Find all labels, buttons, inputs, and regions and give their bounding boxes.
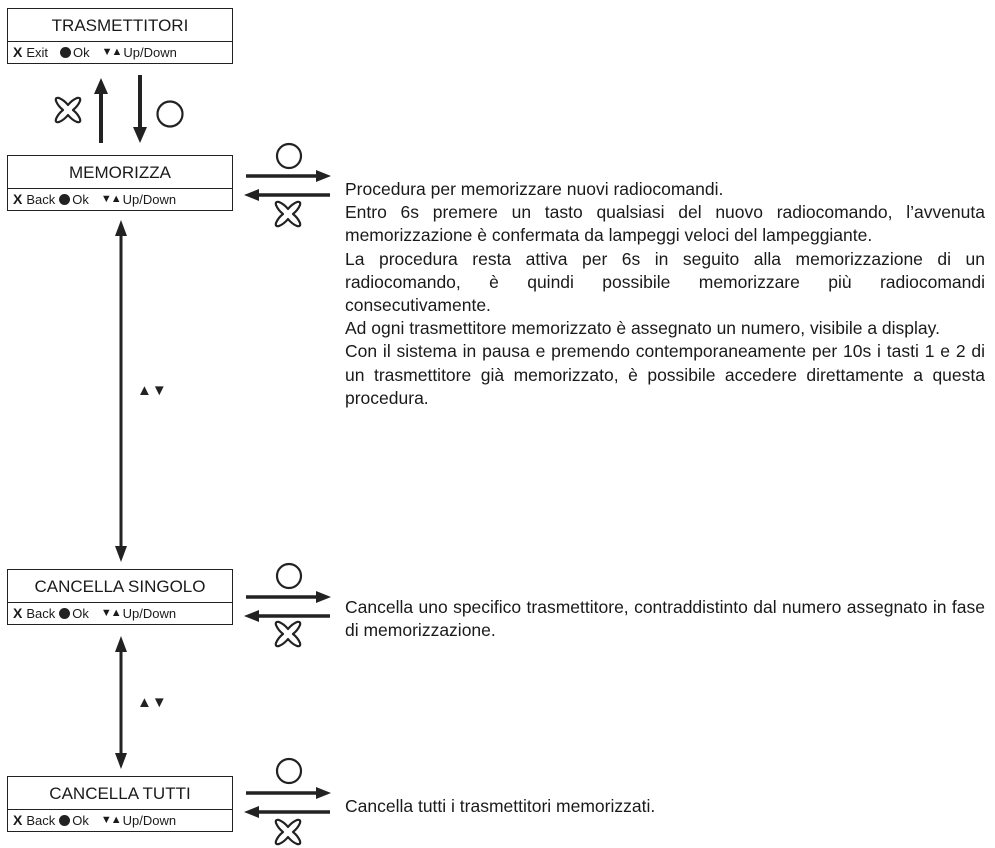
ok-label: Ok	[73, 45, 90, 60]
desc-paragraph: Cancella tutti i trasmettitori memorizza…	[345, 796, 656, 816]
back-label: Back	[26, 606, 56, 621]
menu-cancella-singolo[interactable]: CANCELLA SINGOLO X Back Ok ▼▲ Up/Down	[7, 569, 233, 625]
updown-arrows-icon: ▼▲	[101, 46, 123, 58]
ok-label: Ok	[72, 192, 89, 207]
updown-label: Up/Down	[122, 606, 177, 621]
ok-circle-icon	[275, 757, 303, 785]
menu-title: CANCELLA TUTTI	[8, 777, 232, 810]
x-key-icon: X	[13, 605, 23, 621]
x-button-icon	[274, 818, 302, 846]
key-legend: X Back Ok ▼▲ Up/Down	[8, 189, 232, 210]
x-key-icon: X	[13, 191, 23, 207]
vertical-double-arrow	[115, 636, 127, 769]
desc-paragraph: Procedura per memorizzare nuovi radiocom…	[345, 179, 724, 199]
left-arrow	[244, 189, 330, 201]
key-legend: X Back Ok ▼▲ Up/Down	[8, 810, 232, 831]
ok-circle-icon	[156, 100, 184, 128]
right-arrow	[246, 170, 331, 182]
menu-title: CANCELLA SINGOLO	[8, 570, 232, 603]
right-arrow	[246, 787, 331, 799]
x-button-icon	[54, 96, 82, 124]
ok-circle-icon	[275, 562, 303, 590]
cancella-tutti-description: Cancella tutti i trasmettitori memorizza…	[345, 795, 985, 818]
cancella-singolo-description: Cancella uno specifico trasmettitore, co…	[345, 596, 985, 642]
ok-dot-icon	[59, 194, 71, 205]
vertical-double-arrow	[115, 220, 127, 562]
exit-label: Exit	[26, 45, 49, 60]
ok-label: Ok	[72, 606, 89, 621]
desc-paragraph: Cancella uno specifico trasmettitore, co…	[345, 597, 985, 641]
memorizza-description: Procedura per memorizzare nuovi radiocom…	[345, 178, 985, 410]
updown-label: Up/Down	[122, 192, 177, 207]
x-button-icon	[274, 200, 302, 228]
key-legend: X Exit Ok ▼▲ Up/Down	[8, 42, 232, 63]
key-legend: X Back Ok ▼▲ Up/Down	[8, 603, 232, 624]
x-key-icon: X	[13, 44, 23, 60]
desc-paragraph: Con il sistema in pausa e premendo conte…	[345, 341, 985, 408]
updown-label: Up/Down	[123, 45, 177, 60]
up-arrow	[94, 78, 108, 143]
right-arrow	[246, 591, 331, 603]
ok-dot-icon	[60, 47, 72, 58]
desc-paragraph: Ad ogni trasmettitore memorizzato è asse…	[345, 318, 940, 339]
ok-circle-icon	[275, 142, 303, 170]
desc-paragraph: La procedura resta attiva per 6s in segu…	[345, 248, 985, 316]
ok-dot-icon	[59, 608, 71, 619]
left-arrow	[244, 806, 330, 818]
updown-label: Up/Down	[122, 813, 177, 828]
x-button-icon	[274, 620, 302, 648]
updown-arrows-icon: ▼▲	[100, 193, 122, 205]
x-key-icon: X	[13, 812, 23, 828]
menu-title: MEMORIZZA	[8, 156, 232, 189]
down-arrow	[133, 75, 147, 143]
updown-arrows-icon: ▼▲	[100, 607, 122, 619]
updown-arrows-icon: ▼▲	[100, 814, 122, 826]
menu-title: TRASMETTITORI	[8, 9, 232, 42]
menu-cancella-tutti[interactable]: CANCELLA TUTTI X Back Ok ▼▲ Up/Down	[7, 776, 233, 832]
nav-arrows-icon: ▲▼	[137, 694, 167, 711]
menu-memorizza[interactable]: MEMORIZZA X Back Ok ▼▲ Up/Down	[7, 155, 233, 211]
nav-arrows-icon: ▲▼	[137, 382, 167, 399]
left-arrow	[244, 610, 330, 622]
ok-label: Ok	[72, 813, 89, 828]
desc-paragraph: Entro 6s premere un tasto qualsiasi del …	[345, 202, 985, 246]
menu-trasmettitori[interactable]: TRASMETTITORI X Exit Ok ▼▲ Up/Down	[7, 8, 233, 64]
ok-dot-icon	[59, 815, 71, 826]
back-label: Back	[26, 192, 56, 207]
back-label: Back	[26, 813, 56, 828]
